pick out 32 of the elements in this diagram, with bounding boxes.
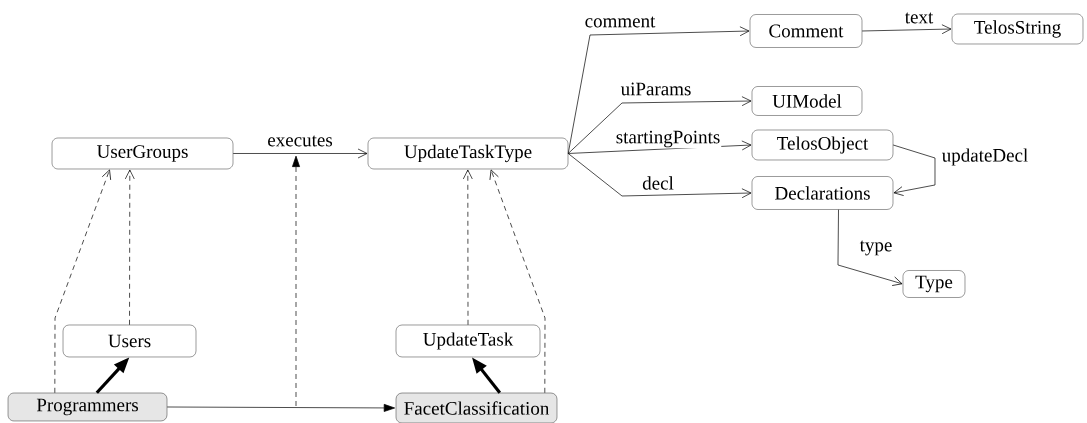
class-box: UpdateTaskType xyxy=(367,137,569,170)
arrow xyxy=(567,96,752,154)
dashed-arrow xyxy=(124,169,135,326)
edge-label: comment xyxy=(583,15,657,29)
edge-label: uiParams xyxy=(619,81,693,97)
arrow xyxy=(567,153,752,199)
class-box: Type xyxy=(902,270,966,298)
edge-label: updateDecl xyxy=(940,147,1030,167)
class-box: UIModel xyxy=(751,86,863,116)
class-box: UpdateTask xyxy=(395,324,541,358)
class-box: TelosString xyxy=(951,13,1084,45)
arrow xyxy=(166,403,396,412)
class-box: UserGroups xyxy=(51,137,234,170)
arrow xyxy=(232,148,368,159)
edge-label: text xyxy=(903,11,935,25)
dashed-arrow xyxy=(489,169,546,394)
class-box: FacetClassification xyxy=(395,392,558,423)
class-box: Declarations xyxy=(751,176,894,210)
arrow xyxy=(861,24,952,35)
dashed-arrow xyxy=(54,169,111,394)
arrow xyxy=(892,144,936,196)
edge-label: executes xyxy=(266,134,334,148)
edge-label: decl xyxy=(641,175,675,191)
dashed-arrow xyxy=(462,169,473,326)
class-box: Comment xyxy=(749,14,863,48)
edge-label: type xyxy=(858,239,894,257)
class-box: TelosObject xyxy=(751,129,894,161)
class-box: Users xyxy=(62,324,197,358)
edge-label: startingPoints xyxy=(614,129,722,149)
arrow xyxy=(837,209,903,286)
class-box: Programmers xyxy=(7,392,168,422)
arrow xyxy=(567,26,750,154)
